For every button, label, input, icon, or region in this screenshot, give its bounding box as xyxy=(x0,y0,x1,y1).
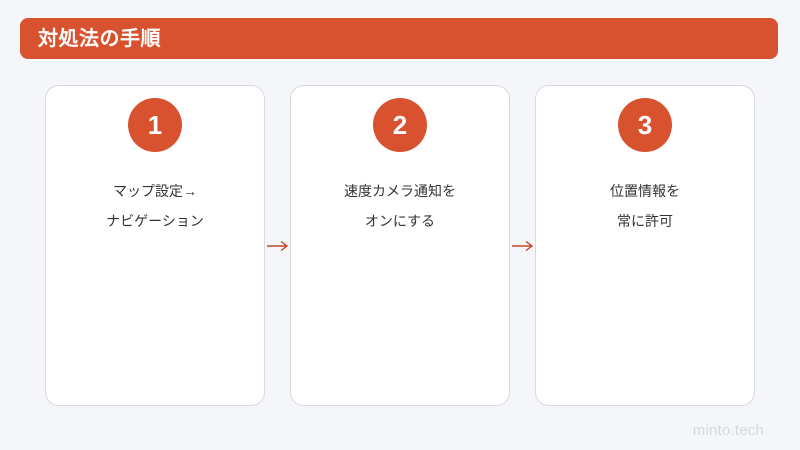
watermark: minto.tech xyxy=(692,422,764,439)
step-text-line: オンにする xyxy=(364,213,436,229)
page-title: 対処法の手順 xyxy=(38,27,161,50)
header-bar: 対処法の手順 xyxy=(20,18,778,59)
step-text-3: 位置情報を 常に許可 xyxy=(536,176,754,236)
step-card-3: 3 位置情報を 常に許可 xyxy=(535,85,755,406)
step-text-line: 常に許可 xyxy=(617,213,673,229)
steps-container: 1 マップ設定→ ナビゲーション 2 速度カメラ通知を オンにする 3 位置情報… xyxy=(0,85,800,406)
arrow-right-icon xyxy=(266,238,290,254)
step-number-badge-1: 1 xyxy=(128,98,182,152)
arrow-right-icon xyxy=(511,238,535,254)
step-text-line: 速度カメラ通知を xyxy=(344,183,456,199)
step-card-1: 1 マップ設定→ ナビゲーション xyxy=(45,85,265,406)
step-text-line: 位置情報を xyxy=(610,183,680,199)
step-number-badge-3: 3 xyxy=(618,98,672,152)
step-text-line: マップ設定→ xyxy=(113,183,197,199)
step-text-1: マップ設定→ ナビゲーション xyxy=(46,176,264,236)
step-number-badge-2: 2 xyxy=(373,98,427,152)
step-card-2: 2 速度カメラ通知を オンにする xyxy=(290,85,510,406)
step-text-2: 速度カメラ通知を オンにする xyxy=(291,176,509,236)
step-text-line: ナビゲーション xyxy=(106,213,204,229)
